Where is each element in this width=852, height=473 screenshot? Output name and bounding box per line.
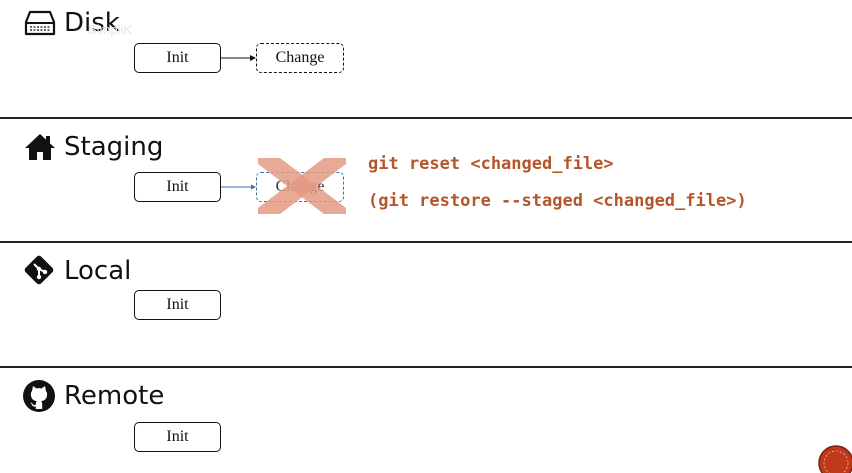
github-icon — [23, 380, 55, 412]
staging-init-box: Init — [134, 172, 221, 202]
section-title-remote: Remote — [64, 381, 165, 411]
git-icon — [24, 255, 54, 285]
disk-init-box: Init — [134, 43, 221, 73]
section-title-local: Local — [64, 256, 132, 286]
staging-arrow — [221, 184, 256, 190]
corner-logo-icon — [818, 445, 852, 473]
disk-arrow — [221, 55, 256, 61]
local-init-box: Init — [134, 290, 221, 320]
disk-change-box: Change — [256, 43, 344, 73]
watermark: SimpliK — [88, 22, 133, 37]
section-title-disk: Disk — [64, 8, 120, 38]
divider-local-remote — [0, 366, 852, 368]
home-icon — [25, 134, 55, 160]
git-reset-command: git reset <changed_file> — [368, 154, 614, 174]
git-restore-command: (git restore --staged <changed_file>) — [368, 191, 747, 211]
divider-disk-staging — [0, 117, 852, 119]
divider-staging-local — [0, 241, 852, 243]
section-title-staging: Staging — [64, 132, 164, 162]
hard-drive-icon — [24, 10, 56, 36]
remote-init-box: Init — [134, 422, 221, 452]
removed-cross-icon — [258, 158, 346, 214]
